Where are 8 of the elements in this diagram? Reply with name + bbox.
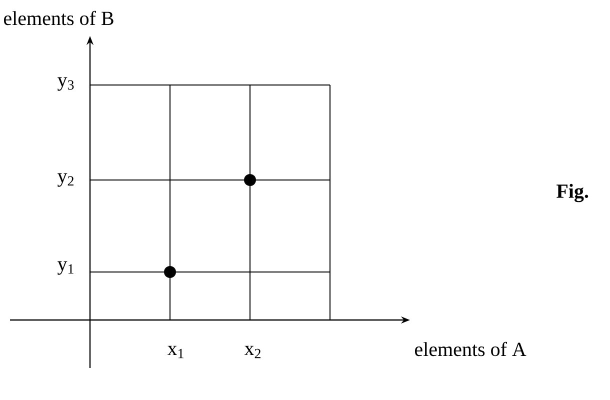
axis-label: elements of B	[4, 10, 114, 26]
figure-label: Fig.	[556, 184, 588, 202]
tick-label: x$_{2}$	[244, 346, 260, 358]
tick-label: y$_{2}$	[58, 173, 74, 187]
tick-label: y$_{1}$	[58, 261, 74, 275]
tick-label: x$_{1}$	[167, 346, 184, 358]
tick-label: y$_{3}$	[58, 77, 74, 91]
axis-label: elements of A	[415, 342, 526, 356]
